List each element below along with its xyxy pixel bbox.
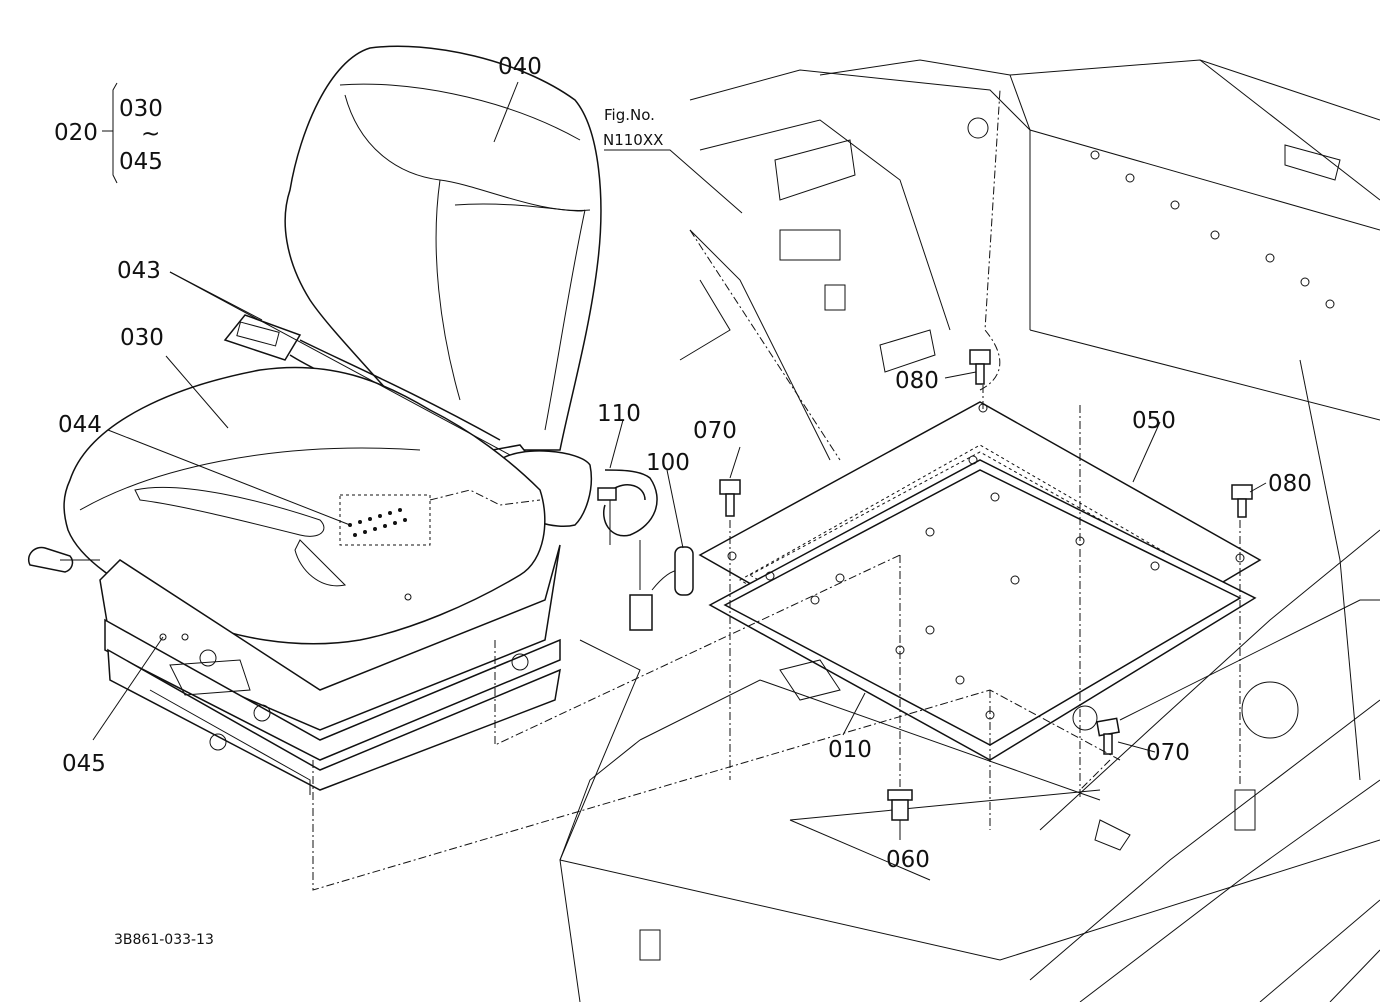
part-label-080-right: 080 <box>1268 471 1312 497</box>
part-label-050: 050 <box>1132 408 1176 434</box>
part-label-110: 110 <box>597 401 641 427</box>
assembly-range-sep: ~ <box>141 121 160 147</box>
bolt-080-upper <box>969 349 991 385</box>
figure-ref-line1: Fig.No. <box>604 106 655 124</box>
seat-mount-plate <box>698 401 1262 761</box>
cab-frame <box>559 59 1380 1002</box>
part-label-010: 010 <box>828 737 872 763</box>
assembly-range-end: 045 <box>119 149 163 175</box>
leader-lines <box>92 81 1267 840</box>
part-label-043: 043 <box>117 258 161 284</box>
bolt-070-upper <box>719 479 741 517</box>
figure-ref-line2: N110XX <box>603 131 663 149</box>
seat-backrest <box>284 45 602 451</box>
part-label-070-lower: 070 <box>1146 740 1190 766</box>
projection-lines <box>312 89 1241 891</box>
part-label-040: 040 <box>498 54 542 80</box>
grommet-060 <box>887 789 913 821</box>
part-label-100: 100 <box>646 450 690 476</box>
part-label-080-upper: 080 <box>895 368 939 394</box>
part-label-044: 044 <box>58 412 102 438</box>
part-label-070-upper: 070 <box>693 418 737 444</box>
bolt-070-lower <box>1096 717 1120 755</box>
drawing-code: 3B861-033-13 <box>114 932 214 948</box>
assembly-parent-label: 020 <box>54 120 98 146</box>
part-label-045: 045 <box>62 751 106 777</box>
bolt-080-right <box>1231 484 1253 518</box>
seat-switch-dots <box>348 508 407 537</box>
assembly-range-start: 030 <box>119 96 163 122</box>
seat-suspension <box>28 544 561 795</box>
assembly-bracket <box>102 82 118 184</box>
part-label-030: 030 <box>120 325 164 351</box>
part-label-060: 060 <box>886 847 930 873</box>
bolts <box>719 349 1253 821</box>
wire-harness <box>597 469 694 631</box>
